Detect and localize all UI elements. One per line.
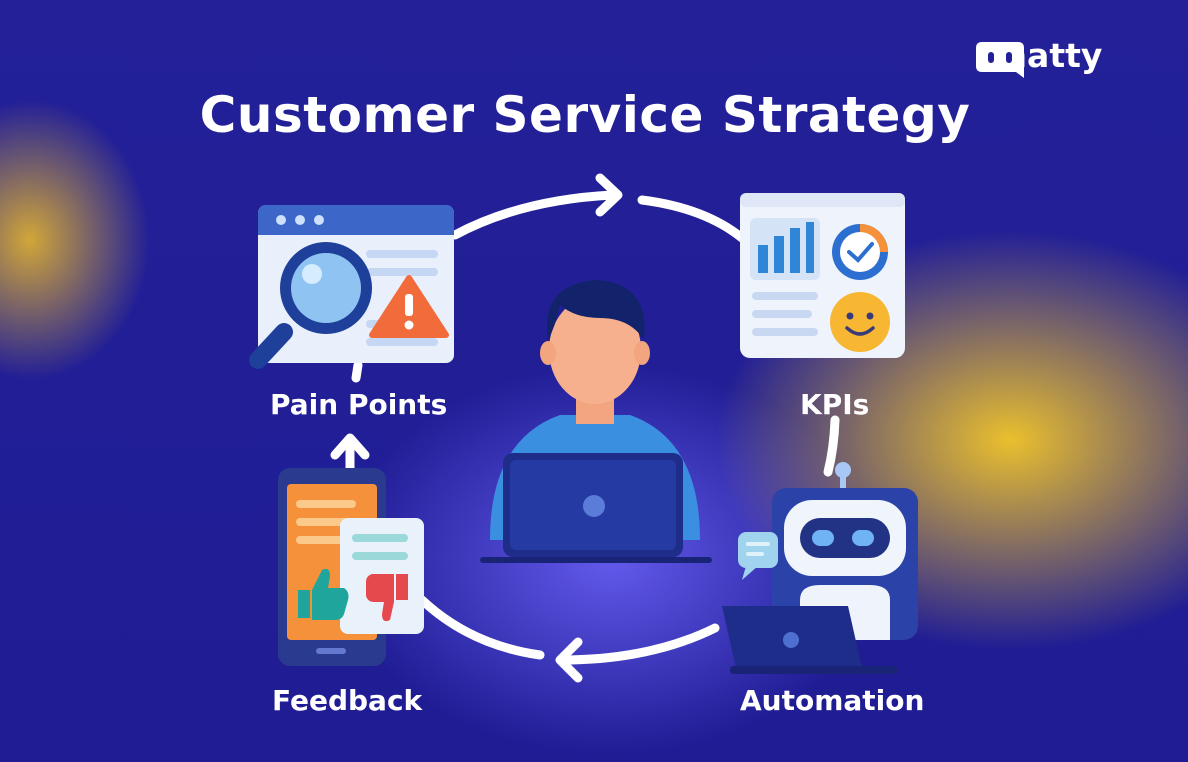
stage-label-feedback: Feedback xyxy=(272,684,423,717)
page-title: Customer Service Strategy xyxy=(199,86,971,144)
stage-label-pain-points: Pain Points xyxy=(270,388,448,421)
arc-top-right xyxy=(637,195,747,243)
arrow-head-right xyxy=(595,173,623,217)
arc-right xyxy=(823,415,840,477)
chatty-logo[interactable]: chatty xyxy=(974,36,1102,78)
stage-label-automation: Automation xyxy=(740,684,925,717)
arrow-head-up xyxy=(330,433,370,460)
arc-bottom-left xyxy=(417,595,545,660)
arrow-pain-to-kpi xyxy=(450,190,617,240)
chat-bubble-icon xyxy=(976,42,1024,78)
arc-pain-connector xyxy=(351,360,363,383)
arrow-head-left xyxy=(555,637,583,683)
arrow-automation-to-feedback xyxy=(557,623,720,665)
stage-label-kpis: KPIs xyxy=(800,388,870,421)
